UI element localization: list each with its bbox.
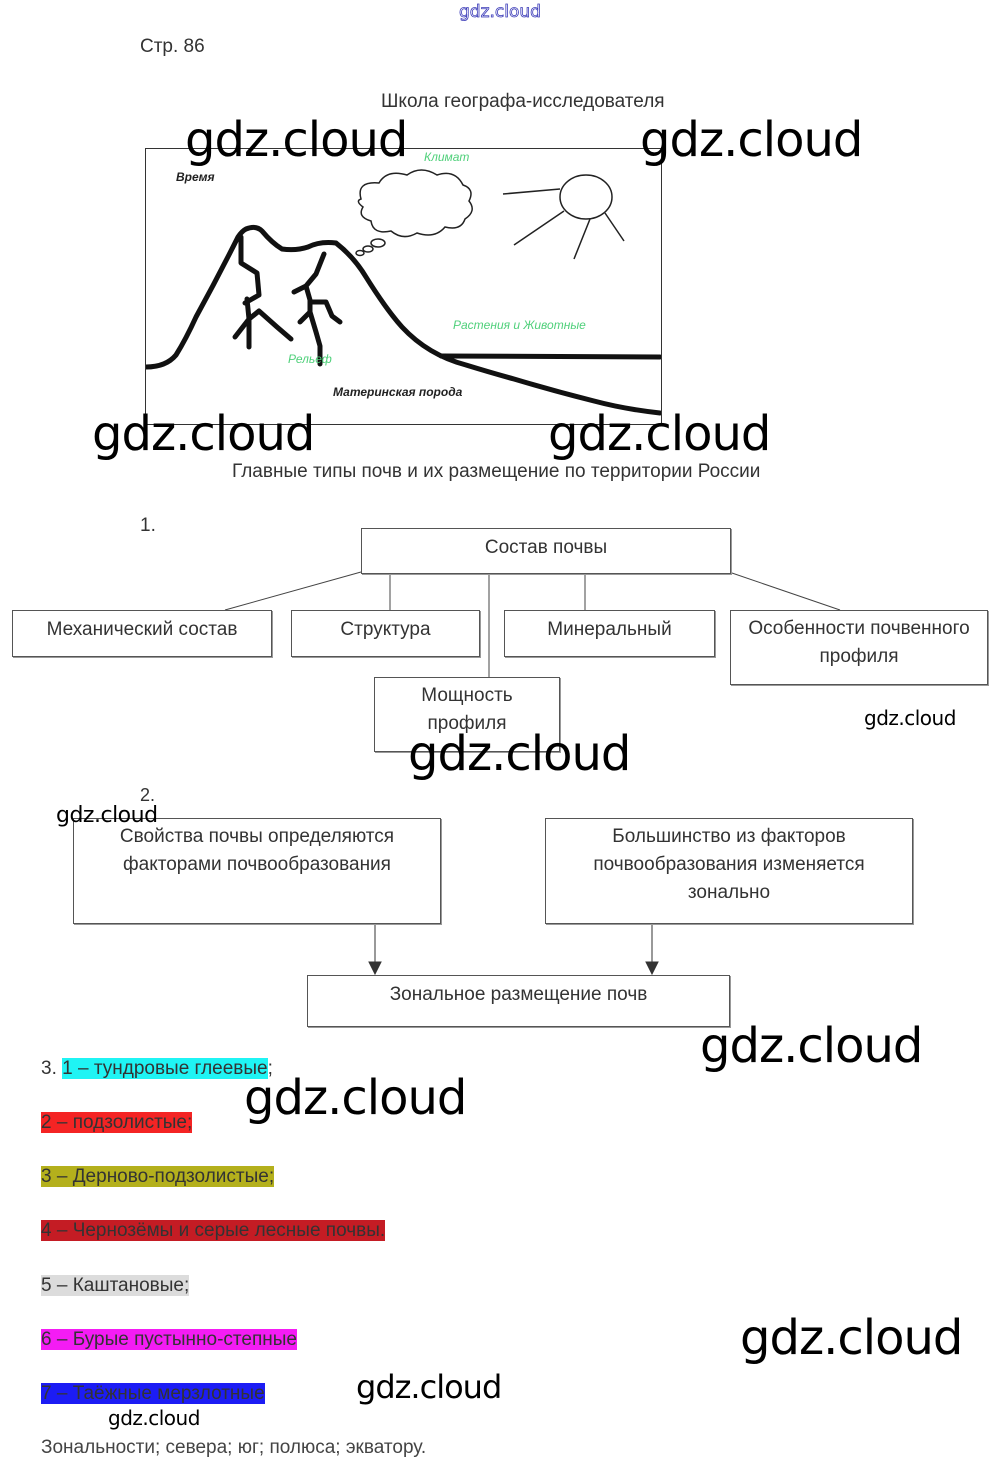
soil-item-2: 2 – подзолистые; (41, 1110, 193, 1136)
soil-label-4: 4 – Чернозёмы и серые лесные почвы. (41, 1220, 386, 1241)
arrow-left-head (368, 961, 382, 976)
soil-factors-drawing (146, 169, 661, 416)
watermark: gdz.cloud (740, 1310, 963, 1366)
watermark: gdz.cloud (356, 1368, 502, 1406)
soil-label-1: 1 – тундровые глеевые (62, 1058, 268, 1079)
watermark: gdz.cloud (108, 1406, 200, 1430)
box-zonal-factors: Большинство из факторов почвообразования… (545, 818, 913, 924)
soil-label-5: 5 – Каштановые; (41, 1275, 190, 1296)
task1-connectors (224, 571, 841, 677)
task4-answer: Зональности; севера; юг; полюса; экватор… (41, 1437, 427, 1458)
sun-icon (502, 174, 625, 260)
box-structure: Структура (291, 610, 480, 657)
box-profile-features: Особенности почвенного профиля (730, 610, 988, 685)
watermark: gdz.cloud (185, 112, 408, 168)
task1-number: 1. (140, 515, 156, 536)
box-soil-properties: Свойства почвы определяются факторами по… (73, 818, 441, 924)
page-number: Стр. 86 (140, 36, 205, 57)
soil-label-3: 3 – Дерново-подзолистые; (41, 1166, 275, 1187)
task2-number: 2. (140, 785, 156, 805)
watermark: gdz.cloud (548, 406, 771, 462)
mountain-relief-icon (146, 224, 661, 416)
watermark: gdz.cloud (408, 726, 631, 782)
connector-profile (728, 571, 841, 611)
site-mark: gdz.cloud (459, 2, 542, 23)
soil-item-4: 4 – Чернозёмы и серые лесные почвы. (41, 1218, 386, 1244)
label-time: Время (176, 170, 215, 184)
watermark: gdz.cloud (864, 706, 956, 730)
box-profile-thickness: Мощность профиля (374, 677, 560, 752)
picture-section-title: Школа географа-исследователя (381, 91, 665, 112)
soil-label-2: 2 – подзолистые; (41, 1112, 193, 1133)
watermark: gdz.cloud (56, 803, 158, 828)
box-mineral: Минеральный (504, 610, 715, 657)
watermark: gdz.cloud (92, 406, 315, 462)
soil-item-5: 5 – Каштановые; (41, 1273, 190, 1299)
task3-number: 3. (41, 1058, 57, 1079)
soil-item-6: 6 – Бурые пустынно-степные (41, 1327, 297, 1353)
soil-factors-picture: Время Климат Растения и Животные Рельеф … (145, 148, 662, 425)
watermark: gdz.cloud (244, 1070, 467, 1126)
arrow-right-head (645, 961, 659, 976)
label-plants-animals: Растения и Животные (453, 318, 586, 332)
watermark: gdz.cloud (640, 112, 863, 168)
soil-item-1: 3. 1 – тундровые глеевые; (41, 1056, 273, 1082)
connector-mechanical (224, 571, 362, 611)
soils-section-title: Главные типы почв и их размещение по тер… (232, 461, 761, 482)
soil-label-7: 7 – Таёжные мерзлотные (41, 1383, 265, 1404)
root-box-soil-composition: Состав почвы (361, 528, 731, 574)
label-parent-rock: Материнская порода (333, 385, 463, 399)
soil-item-3: 3 – Дерново-подзолистые; (41, 1164, 275, 1190)
task2-arrows (368, 925, 659, 976)
label-climate: Климат (424, 150, 470, 164)
watermark: gdz.cloud (700, 1018, 923, 1074)
cloud-icon (355, 169, 473, 257)
box-zonal-placement: Зональное размещение почв (307, 975, 730, 1027)
soil-item-7: 7 – Таёжные мерзлотные (41, 1381, 265, 1407)
soil-suffix-1: ; (267, 1058, 273, 1079)
box-mechanical-composition: Механический состав (12, 610, 272, 657)
label-relief: Рельеф (288, 352, 332, 366)
soil-label-6: 6 – Бурые пустынно-степные (41, 1329, 297, 1350)
